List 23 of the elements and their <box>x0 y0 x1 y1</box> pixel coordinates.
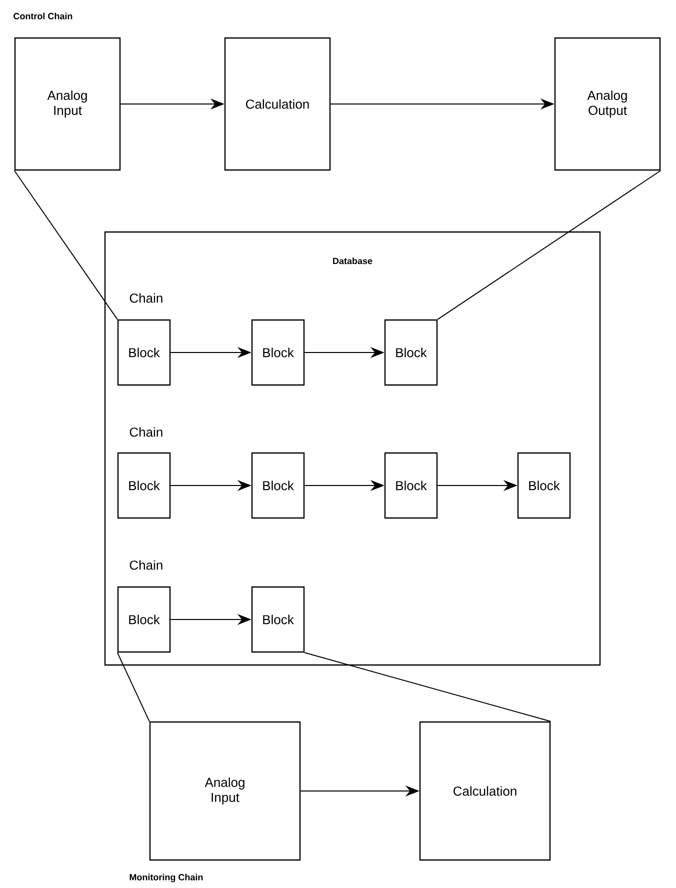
process-box: Calculation <box>419 721 551 861</box>
block-box: Block <box>117 452 171 519</box>
leader-line <box>437 170 662 320</box>
block-box: Block <box>251 452 305 519</box>
leader-line <box>116 652 150 722</box>
block-box: Block <box>251 586 305 653</box>
block-box: Block <box>384 319 438 386</box>
block-box: Block <box>117 586 171 653</box>
leader-line <box>14 170 118 320</box>
heading: Monitoring Chain <box>130 874 203 882</box>
process-box: Analog Output <box>554 37 661 171</box>
chain-label: Chain <box>130 560 162 570</box>
leader-line <box>304 652 552 722</box>
block-box: Block <box>384 452 438 519</box>
process-box: Calculation <box>224 37 331 171</box>
block-box: Block <box>251 319 305 386</box>
process-box: Analog Input <box>14 37 121 171</box>
chain-label: Chain <box>130 427 162 437</box>
heading: Control Chain <box>14 12 72 20</box>
block-box: Block <box>117 319 171 386</box>
process-box: Analog Input <box>149 721 301 861</box>
chain-label: Chain <box>130 293 162 303</box>
block-box: Block <box>517 452 571 519</box>
